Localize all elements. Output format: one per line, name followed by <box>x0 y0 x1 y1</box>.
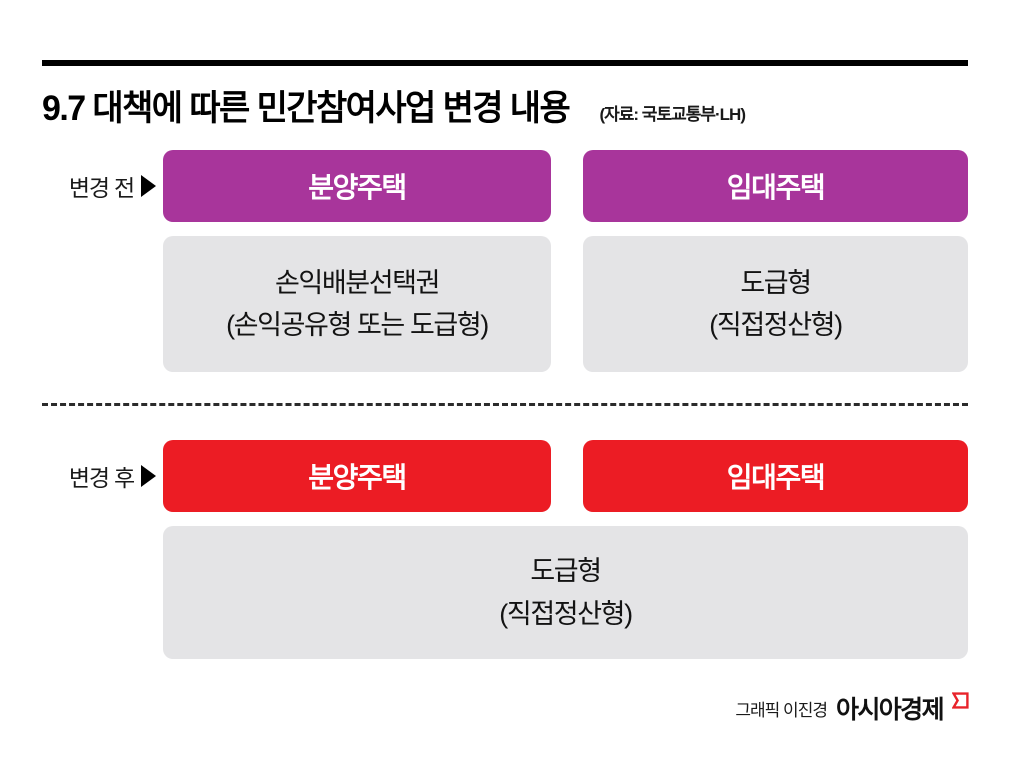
card-body-before-rental-line-2: (직접정산형) <box>709 310 843 340</box>
graphic-author: 그래픽 이진경 <box>735 700 828 720</box>
card-body-before-sale-line-2: (손익공유형 또는 도급형) <box>226 310 489 340</box>
card-body-before-rental: 도급형 (직접정산형) <box>583 236 968 372</box>
section-before: 변경 전 분양주택 손익배분선택권 (손익공유형 또는 도급형) 임대주택 도급… <box>0 150 1011 385</box>
row-label-before: 변경 전 <box>44 150 156 222</box>
brand-name: 아시아경제 <box>835 696 945 724</box>
card-header-before-rental: 임대주택 <box>583 150 968 222</box>
source-note: (자료: 국토교통부·LH) <box>599 105 746 124</box>
section-after: 변경 후 분양주택 임대주택 도급형 (직접정산형) <box>0 440 1011 660</box>
card-body-after-merged-line-1: 도급형 <box>530 556 602 587</box>
card-header-before-sale: 분양주택 <box>163 150 551 222</box>
card-header-after-rental: 임대주택 <box>583 440 968 512</box>
card-body-after-merged: 도급형 (직접정산형) <box>163 526 968 659</box>
row-label-before-text: 변경 전 <box>68 175 135 201</box>
card-body-before-sale-line-1: 손익배분선택권 <box>274 267 440 298</box>
footer-credit: 그래픽 이진경 아시아경제 <box>735 690 969 726</box>
play-triangle-icon <box>141 175 156 197</box>
section-divider <box>42 403 968 406</box>
page-title: 9.7 대책에 따른 민간참여사업 변경 내용 <box>42 89 571 128</box>
card-header-after-sale-text: 분양주택 <box>308 462 407 493</box>
card-body-before-sale: 손익배분선택권 (손익공유형 또는 도급형) <box>163 236 551 372</box>
card-header-after-sale: 분양주택 <box>163 440 551 512</box>
card-body-after-merged-line-2: (직접정산형) <box>499 598 633 629</box>
card-header-after-rental-text: 임대주택 <box>726 462 826 493</box>
card-body-before-rental-line-1: 도급형 <box>740 267 812 298</box>
card-header-before-sale-text: 분양주택 <box>308 172 407 203</box>
row-label-after-text: 변경 후 <box>68 465 135 491</box>
title-top-rule <box>42 60 968 66</box>
row-label-after: 변경 후 <box>44 440 156 512</box>
title-block: 9.7 대책에 따른 민간참여사업 변경 내용 (자료: 국토교통부·LH) <box>42 78 968 126</box>
play-triangle-icon <box>141 465 156 487</box>
card-header-before-rental-text: 임대주택 <box>726 172 826 203</box>
brand-flag-icon <box>952 692 969 709</box>
